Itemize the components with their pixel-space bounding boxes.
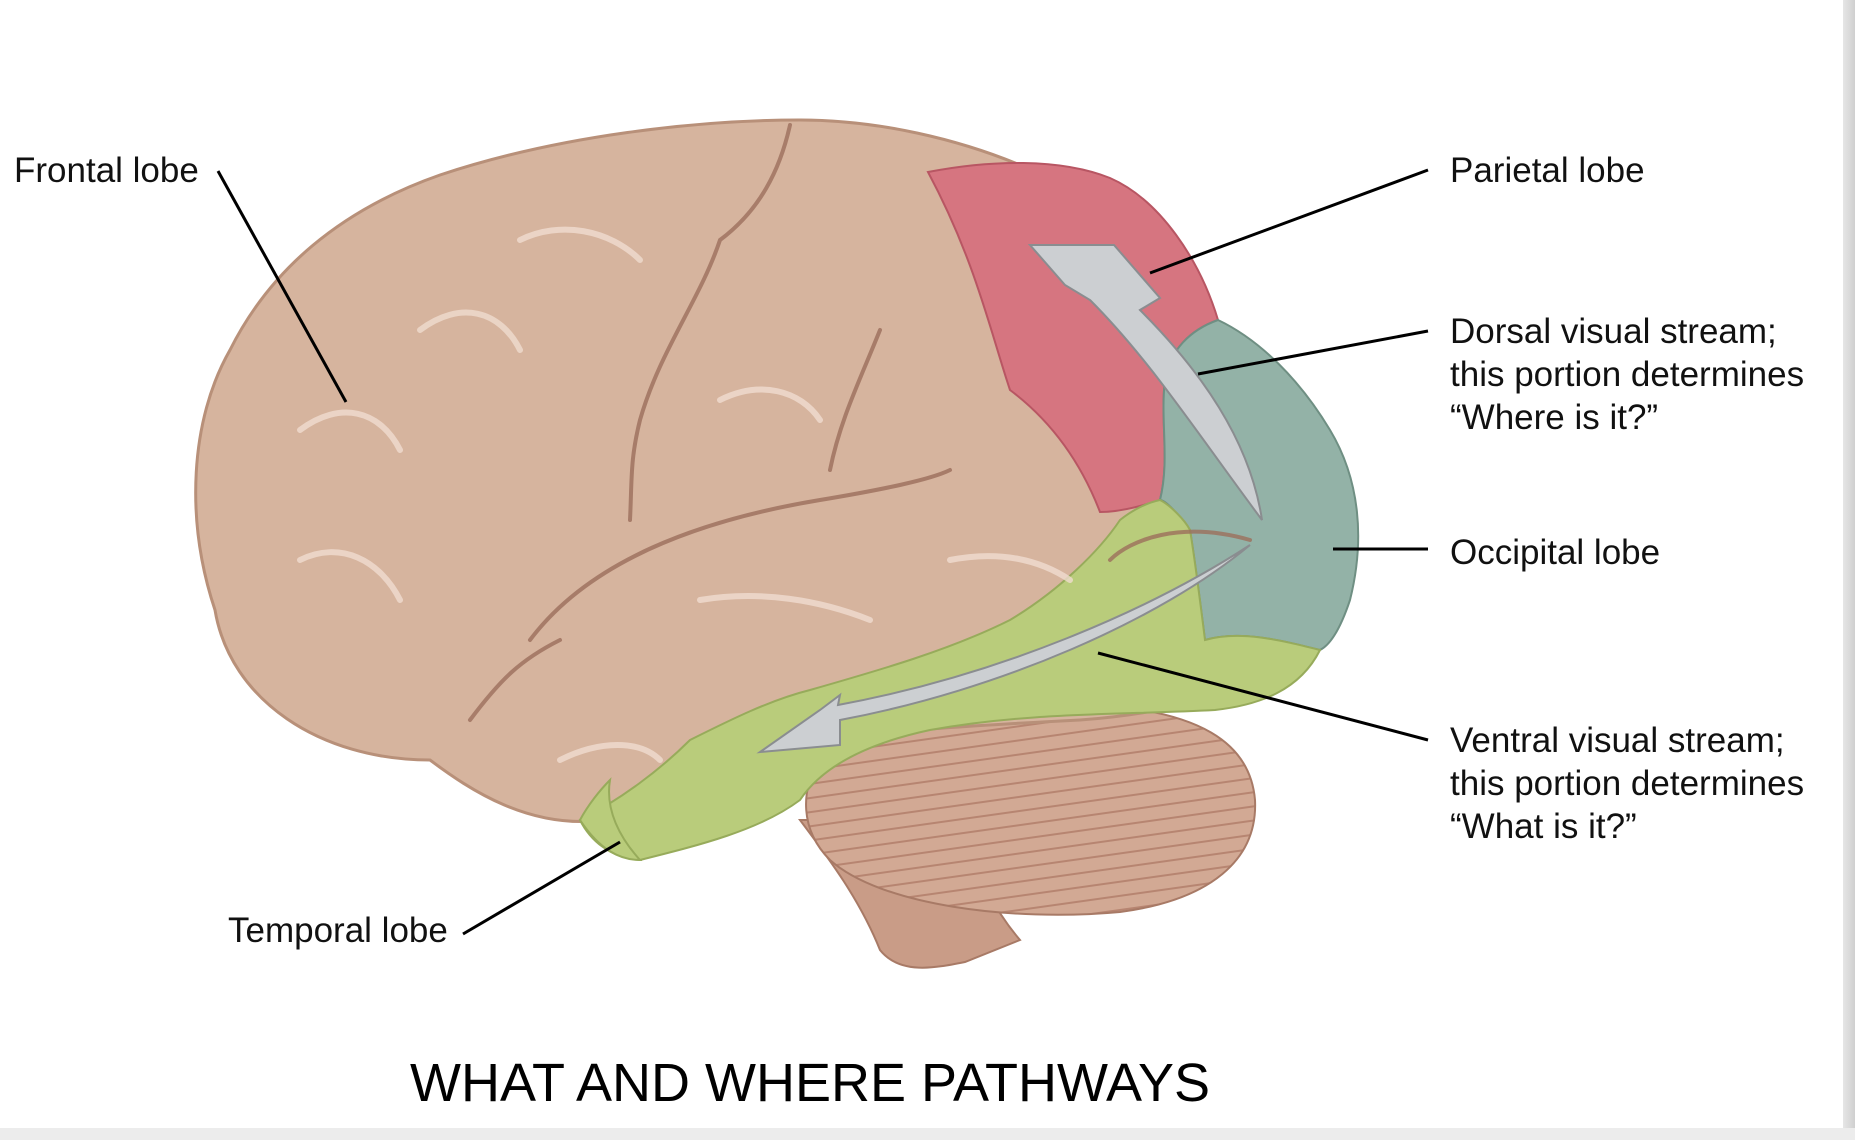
parietal-leader	[1149, 168, 1429, 275]
dorsal-stream-arrow	[1027, 244, 1263, 521]
parietal-lobe-label: Parietal lobe	[1450, 151, 1645, 190]
dorsal-stream-label: Dorsal visual stream; this portion deter…	[1450, 312, 1805, 437]
bottom-edge	[0, 1128, 1855, 1140]
temporal-leader	[462, 840, 621, 936]
page-title: WHAT AND WHERE PATHWAYS	[410, 1053, 1211, 1113]
frontal-lobe-label: Frontal lobe	[14, 151, 199, 190]
gyri-highlights	[297, 226, 1073, 763]
ventral-stream-label: Ventral visual stream; this portion dete…	[1450, 721, 1805, 846]
frontal-leader	[216, 170, 348, 403]
ventral-leader	[1097, 651, 1429, 742]
occipital-lobe-label: Occipital lobe	[1450, 533, 1661, 572]
temporal-lobe-tip	[578, 777, 643, 862]
scrollbar-track[interactable]	[1843, 0, 1855, 1140]
leader-lines	[216, 168, 1429, 936]
ventral-stream-arrow	[756, 544, 1251, 754]
temporal-lobe-label: Temporal lobe	[228, 911, 448, 950]
sulci-lines	[468, 123, 1252, 722]
dorsal-leader	[1197, 329, 1429, 376]
